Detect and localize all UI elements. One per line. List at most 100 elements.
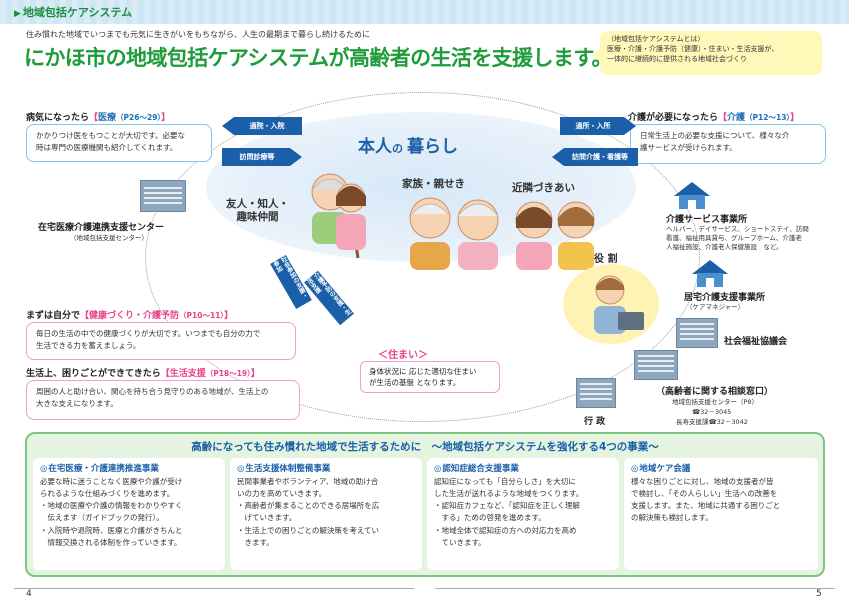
card-line: ・地域全体で認知症の方への対応力を高め <box>434 525 577 535</box>
card-line: 情報交換される体制を作っていきます。 <box>40 537 182 547</box>
arrow-home-visit-care: 訪問介護・看護等 <box>552 148 638 166</box>
arrow-daycare-admission-label: 通所・入所 <box>575 122 611 130</box>
hospital-building-icon <box>140 180 186 212</box>
care-service-sub-1: ヘルパー、デイサービス、ショートステイ、訪問 <box>666 225 809 233</box>
medical-description: かかりつけ医をもつことが大切です。必要な 時は専門の医療機関も紹介してくれます。 <box>26 124 212 162</box>
card-line: 認知症になっても「自分らしさ」を大切に <box>434 477 576 486</box>
prevention-desc-1: 毎日の生活の中での健康づくりが大切です。いつまでも自分の力で <box>36 329 261 338</box>
card-body: 民間事業者やボランティア、地域の助け合 いの力を高めていきます。 ・高齢者が集ま… <box>237 476 415 549</box>
page-number-left: 4 <box>26 589 32 599</box>
card-dementia: 認知症総合支援事業 認知症になっても「自分らしさ」を大切に した生活が送れるよう… <box>427 458 619 570</box>
care-prefix: 介護が必要になったら <box>628 113 719 123</box>
welfare-name: 社会福祉協議会 <box>724 337 788 347</box>
card-line: 様々な困りごとに対し、地域の支援者が皆 <box>631 477 774 486</box>
life-support-description: 周囲の人と助け合い、関心を持ち合う見守りのある地域が、生活上の 大きな支えになり… <box>26 380 300 420</box>
card-line: 必要な時に迷うことなく医療や介護が受け <box>40 477 183 486</box>
center-title-no: の <box>392 142 403 155</box>
center-title-b: 暮らし <box>407 137 458 157</box>
consult-branch: 長寿支援課☎32－3042 <box>676 418 748 426</box>
medical-heading: 病気になったら【医療（P26～29）】 <box>26 113 171 123</box>
admin-name: 行 政 <box>584 417 606 427</box>
page-subtitle: 住み慣れた地域でいつまでも元気に生きがいをもちながら、人生の最期まで暮らし続ける… <box>26 30 370 39</box>
life-support-desc-1: 周囲の人と助け合い、関心を持ち合う見守りのある地域が、生活上の <box>36 387 269 396</box>
neighbors-illustration <box>515 201 595 270</box>
friends-label: 友人・知人・ 趣味仲間 <box>226 198 289 224</box>
center-ellipse <box>206 112 636 262</box>
prevention-heading: まずは自分で【健康づくり・介護予防（P10～11）】 <box>26 311 234 321</box>
life-support-prefix: 生活上、困りごとができてきたら <box>26 369 161 379</box>
card-line: 支援します。また、地域に共通する困りごと <box>631 501 781 511</box>
card-body: 様々な困りごとに対し、地域の支援者が皆 で検討し、「その人らしい」生活への改善を… <box>631 476 811 525</box>
consult-name: （高齢者に関する相談窓口） <box>656 387 774 397</box>
woman-illustration <box>336 183 366 250</box>
card-line: げていきます。 <box>237 513 297 523</box>
prevention-pages: （P10～11） <box>179 311 225 320</box>
care-service-list: ヘルパー、デイサービス、ショートステイ、訪問 看護、福祉用具貸与、グループホーム… <box>666 225 838 252</box>
prevention-tag: 健康づくり・介護予防 <box>89 311 180 321</box>
care-service-house-icon <box>674 182 710 209</box>
card-life-support: 生活支援体制整備事業 民間事業者やボランティア、地域の助け合 いの力を高めていき… <box>230 458 422 570</box>
header-stripe <box>0 0 849 24</box>
life-support-pages: （P18～19） <box>205 369 251 378</box>
life-support-heading: 生活上、困りごとができてきたら【生活支援（P18～19）】 <box>26 369 260 379</box>
arrow-hospital-visit-label: 通院・入院 <box>249 122 285 130</box>
care-service-name: 介護サービス事業所 <box>666 215 748 225</box>
arrow-home-visit-medical: 訪問診療等 <box>222 148 302 166</box>
home-care-sub: （ケアマネジャー） <box>686 303 745 311</box>
housing-desc-1: 身体状況に 応じた適切な住まい <box>369 367 477 376</box>
page-number-right: 5 <box>816 589 822 599</box>
card-title: 生活支援体制整備事業 <box>237 462 415 474</box>
arrow-home-visit-medical-label: 訪問診療等 <box>239 153 275 161</box>
card-line: ・高齢者が集まることのできる居場所を広 <box>237 501 380 511</box>
care-description: 日常生活上の必要な支援について、様々な介 護サービスが受けられます。 <box>630 124 826 164</box>
card-line: ・地域の医療や介護の情報をわかりやすく <box>40 501 183 511</box>
care-tag: 介護 <box>727 113 746 123</box>
role-label: 役 割 <box>594 254 618 265</box>
housing-label: ＜住まい＞ <box>378 350 428 361</box>
card-body: 認知症になっても「自分らしさ」を大切に した生活が送れるような地域をつくります。… <box>434 476 612 549</box>
arrow-daycare-admission: 通所・入所 <box>560 117 636 135</box>
housing-desc-2: が生活の基盤 となります。 <box>369 378 461 388</box>
card-line: した生活が送れるような地域をつくります。 <box>434 489 584 499</box>
arrow-hospital-visit: 通院・入院 <box>222 117 302 135</box>
section-label: 地域包括ケアシステム <box>14 4 132 20</box>
care-desc-1: 日常生活上の必要な支援について、様々な介 <box>640 131 790 140</box>
card-line: の解決策も検討します。 <box>631 513 713 523</box>
friends-label-2: 趣味仲間 <box>236 211 279 224</box>
card-community-care-meeting: 地域ケア会議 様々な困りごとに対し、地域の支援者が皆 で検討し、「その人らしい」… <box>624 458 818 570</box>
home-care-name: 居宅介護支援事業所 <box>684 293 766 303</box>
housing-description: 身体状況に 応じた適切な住まい が生活の基盤 となります。 <box>360 361 500 393</box>
card-title: 在宅医療・介護連携推進事業 <box>40 462 218 474</box>
care-manager-illustration <box>594 275 644 334</box>
card-line: ていきます。 <box>434 537 486 547</box>
life-support-desc-2: 大きな支えになります。 <box>36 398 118 408</box>
card-body: 必要な時に迷うことなく医療や介護が受け られるような仕組みづくりを進めます。 ・… <box>40 476 218 549</box>
medical-pages: （P26～29） <box>116 113 162 122</box>
neighbors-label: 近隣づきあい <box>512 182 575 194</box>
prevention-desc-2: 生活できる力を蓄えましょう。 <box>36 340 141 350</box>
prevention-description: 毎日の生活の中での健康づくりが大切です。いつまでも自分の力で 生活できる力を蓄え… <box>26 322 296 360</box>
card-title: 地域ケア会議 <box>631 462 811 474</box>
consult-building-icon <box>634 350 678 380</box>
city-hall-building-icon <box>576 378 616 408</box>
card-line: する」ための啓発を進めます。 <box>434 513 546 523</box>
home-care-house-icon <box>692 260 728 287</box>
prevention-prefix: まずは自分で <box>26 311 81 321</box>
definition-line-2: 一体的に継続的に提供される地域社会づくり <box>607 54 747 63</box>
home-medical-center-name: 在宅医療介護連携支援センター <box>38 223 165 233</box>
life-support-tag: 生活支援 <box>169 369 206 379</box>
footer-rule-left <box>14 588 414 589</box>
page-title: にかほ市の地域包括ケアシステムが高齢者の生活を支援します。 <box>24 46 613 70</box>
friends-label-1: 友人・知人・ <box>226 198 289 210</box>
care-heading: 介護が必要になったら【介護（P12～13）】 <box>628 113 800 123</box>
care-desc-2: 護サービスが受けられます。 <box>640 142 737 152</box>
medical-desc-2: 時は専門の医療機関も紹介してくれます。 <box>36 142 178 152</box>
medical-desc-1: かかりつけ医をもつことが大切です。必要な <box>36 131 186 140</box>
footer-rule-right <box>435 588 835 589</box>
welfare-building-icon <box>676 318 718 348</box>
medical-tag: 医療 <box>98 113 117 123</box>
card-line: られるような仕組みづくりを進めます。 <box>40 489 175 499</box>
care-pages: （P12～13） <box>745 113 791 122</box>
home-medical-center-sub: （地域包括支援センター） <box>70 234 148 242</box>
card-line: いの力を高めていきます。 <box>237 489 327 499</box>
